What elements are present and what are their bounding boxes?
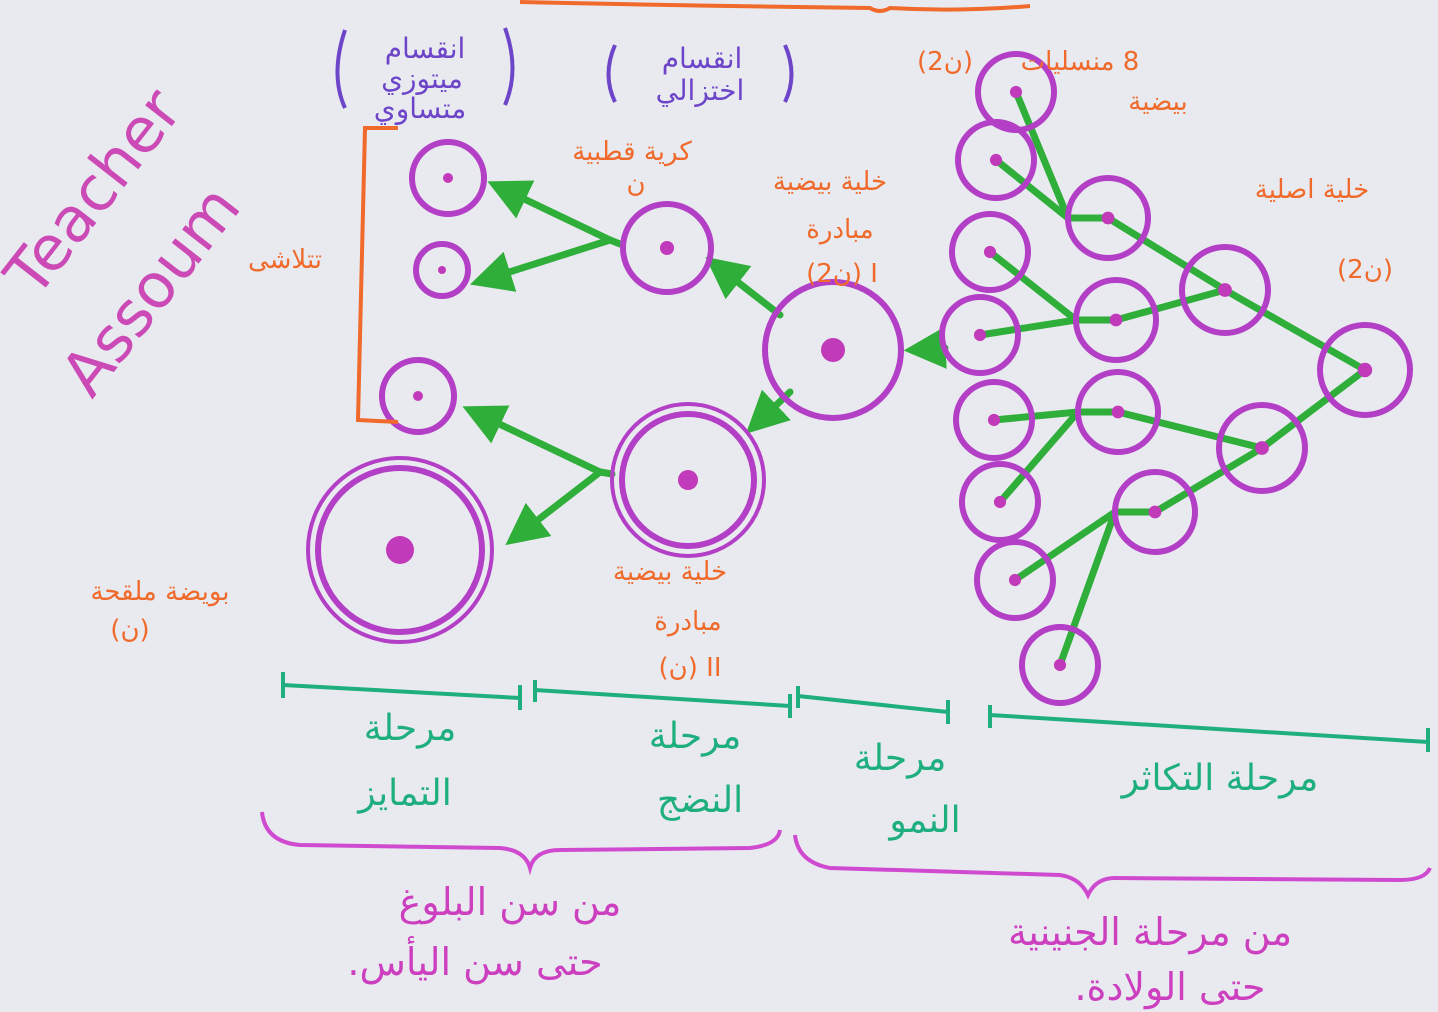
stage-growth-line1: مرحلة	[854, 738, 947, 779]
degenerate-bracket	[355, 126, 399, 424]
top-brace	[519, 0, 1031, 13]
stage-maturation-line1: مرحلة	[649, 716, 742, 757]
reductional-division-line1: انقسام	[662, 42, 743, 75]
polar-body-1	[620, 201, 714, 295]
stage-maturation-line2: النضج	[657, 780, 743, 821]
secondary-oocyte	[610, 402, 766, 558]
stage-multiplication-line1: مرحلة التكاثر	[1120, 758, 1319, 799]
polar-body-label-line1: كرية قطبية	[572, 137, 692, 167]
oogonium-2	[955, 119, 1037, 201]
cell-2n-1	[1179, 244, 1271, 336]
degenerate-label: تتلاشى	[248, 245, 322, 275]
oogonium-8	[1019, 624, 1101, 706]
stage-growth-line2: النمو	[887, 800, 960, 841]
reductional-division-line2: اختزالي	[656, 74, 745, 107]
primary-oocyte	[762, 279, 904, 421]
stage-differentiation-line2: التمايز	[356, 773, 452, 814]
germ-cell	[1317, 322, 1413, 418]
stage-timeline	[281, 672, 1430, 752]
period-puberty-line1: من سن البلوغ	[399, 880, 622, 925]
stage-differentiation-line1: مرحلة	[364, 708, 457, 749]
oogonium-4	[939, 294, 1021, 376]
germ-cell-label-paren: (2ن)	[1337, 255, 1393, 285]
period-embryonic-line2: حتى الولادة.	[1074, 965, 1265, 1010]
germ-cell-label-line1: خلية اصلية	[1255, 175, 1369, 205]
stage-labels: مرحلة التمايز مرحلة النضج مرحلة النمو مر…	[356, 708, 1318, 841]
primary-oocyte-label-line1: خلية بيضية	[773, 167, 887, 197]
cells	[306, 51, 1413, 706]
period-braces	[260, 811, 1432, 900]
equational-division-line1: انقسام	[385, 32, 466, 65]
degenerate-cell-2	[413, 241, 471, 299]
cell-4n-3	[1075, 369, 1161, 455]
equational-division-line2: ميتوزي	[381, 62, 463, 95]
primary-oocyte-label-line3: (2ن) I	[806, 259, 878, 289]
polar-body-2	[379, 357, 457, 435]
secondary-oocyte-label-line3: (ن) II	[659, 653, 722, 683]
equational-division-line3: متساوي	[374, 92, 466, 125]
cell-labels: 8 منسليات (2ن) بيضية خلية اصلية (2ن) خلي…	[90, 47, 1393, 683]
oogonium-7	[974, 539, 1056, 621]
period-labels: من سن البلوغ حتى سن اليأس. من مرحلة الجن…	[347, 880, 1292, 1010]
period-embryonic-line1: من مرحلة الجنينية	[1008, 910, 1292, 955]
oogonia-label-paren: (2ن)	[917, 47, 973, 77]
secondary-oocyte-label-line2: مبادرة	[654, 607, 721, 637]
division-labels: انقسام ميتوزي متساوي انقسام اختزالي	[335, 27, 794, 125]
secondary-oocyte-label-line1: خلية بيضية	[613, 557, 727, 587]
degenerate-cell-1	[409, 139, 487, 217]
primary-oocyte-label-line2: مبادرة	[806, 215, 873, 245]
signature: Teacher Assoum	[0, 74, 254, 409]
cell-4n-2	[1073, 277, 1159, 363]
ovum-label-line1: بويضة ملقحة	[90, 577, 229, 607]
ovum	[306, 456, 494, 644]
oogonium-3	[949, 211, 1031, 293]
cell-4n-1	[1065, 175, 1151, 261]
period-puberty-line2: حتى سن اليأس.	[347, 936, 602, 985]
cell-2n-2	[1216, 402, 1308, 494]
polar-body-label-line2: ن	[626, 169, 645, 199]
oogonia-label-line1: 8 منسليات	[1021, 47, 1140, 77]
oogonia-label-line2: بيضية	[1128, 87, 1187, 117]
cell-4n-4	[1112, 469, 1198, 555]
cell-links	[462, 88, 1369, 669]
oogonium-5	[953, 379, 1035, 461]
ovum-label-line2: (ن)	[110, 615, 149, 645]
oogonium-6	[959, 461, 1041, 543]
